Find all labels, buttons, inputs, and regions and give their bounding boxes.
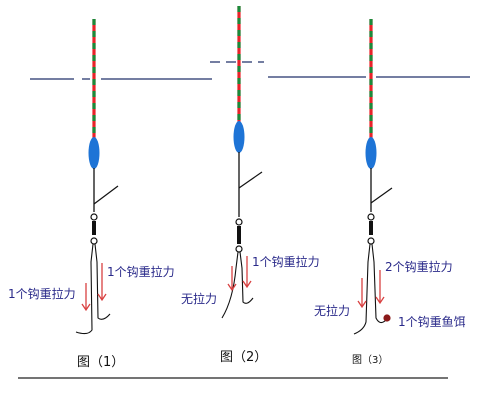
arrow-upper [375,270,385,305]
pull-arrows [357,270,385,309]
arrow-lower [227,266,237,292]
sub-line-left [353,243,371,335]
float-body [365,137,377,169]
figure-2: 1个钩重拉力 无拉力 图（2） [181,6,320,365]
swivel-top [90,213,98,221]
arrow-lower [81,283,91,312]
sub-line-right [94,243,111,320]
figure-3: 2个钩重拉力 无拉力 1个钩重鱼饵 图（3） [314,19,466,366]
sinker [237,226,241,244]
water-lines [30,61,470,80]
arrow-lower [357,278,367,309]
figure-caption: 图（3） [352,354,388,366]
sub-line-left-slack [221,251,239,319]
sinker [369,221,373,235]
label-lower-hook: 无拉力 [314,303,350,318]
label-lower-hook: 无拉力 [181,291,217,306]
label-upper-hook: 1个钩重拉力 [252,254,320,269]
pull-arrows [227,256,252,292]
sub-line-right-taut [371,243,387,324]
main-line-branch [370,187,393,204]
sub-line-right [239,251,254,304]
bait-ball [383,314,391,322]
float-body [233,121,245,153]
sub-line-left [75,243,94,335]
arrow-upper [97,263,107,302]
sinker [92,221,96,235]
figure-1: 1个钩重拉力 1个钩重拉力 图（1） [8,19,175,370]
label-bait: 1个钩重鱼饵 [398,315,466,329]
swivel-top [367,213,375,221]
main-line-branch [238,171,263,189]
main-line-branch [93,185,119,205]
swivel-bottom [90,237,98,245]
swivel-top [235,218,243,226]
figure-caption: 图（2） [220,350,267,365]
pull-arrows [81,263,107,312]
label-lower-hook: 1个钩重拉力 [8,286,76,301]
swivel-bottom [367,237,375,245]
figure-caption: 图（1） [77,355,124,370]
label-upper-hook: 1个钩重拉力 [107,264,175,279]
arrow-upper [242,256,252,289]
swivel-bottom [235,245,243,253]
float-body [88,137,100,169]
label-upper-hook: 2个钩重拉力 [385,259,453,274]
